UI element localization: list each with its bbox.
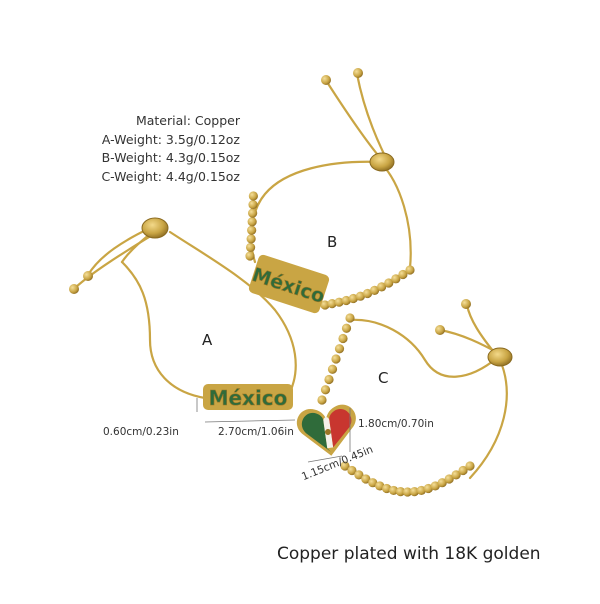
gold-bead [248, 208, 258, 218]
gold-bead [327, 299, 337, 309]
gold-bead [375, 481, 385, 491]
gold-bead [382, 483, 392, 494]
spec-weight-b: B-Weight: 4.3g/0.15oz [101, 150, 240, 165]
bracelet-c-bead-strand [317, 313, 475, 497]
gold-bead [341, 323, 352, 333]
bracelet-a-charm: México [203, 384, 293, 410]
gold-bead [348, 293, 358, 304]
spec-weight-c: C-Weight: 4.4g/0.15oz [101, 168, 240, 184]
bracelet-b [250, 68, 412, 270]
gold-bead [324, 374, 334, 385]
bracelet-a-charm-text: México [209, 386, 288, 410]
bracelet-c-end-bead-1 [461, 299, 471, 309]
bracelet-a-chain-left [120, 260, 207, 400]
gold-bead [338, 333, 348, 344]
gold-bead [437, 478, 447, 488]
gold-bead [248, 191, 258, 201]
label-c: C [378, 369, 389, 387]
gold-bead [327, 364, 338, 374]
bracelet-a-end-bead-1 [83, 271, 93, 281]
gold-bead [334, 344, 345, 354]
gold-bead [341, 295, 351, 306]
gold-bead [369, 285, 380, 295]
label-a: A [202, 331, 213, 349]
bracelet-c-chain-right [468, 358, 508, 480]
spec-material: Material: Copper [135, 113, 240, 128]
dimension-c-height: 1.80cm/0.70in [358, 418, 434, 430]
gold-bead [362, 288, 373, 299]
gold-bead [405, 265, 415, 275]
gold-bead [331, 354, 341, 364]
bracelet-b-tail-1 [325, 80, 384, 162]
bracelet-c-tail-2 [438, 328, 502, 356]
gold-bead [246, 234, 256, 244]
gold-bead [430, 481, 440, 491]
gold-bead [398, 269, 408, 280]
gold-bead [245, 242, 256, 253]
dimension-lines [196, 398, 351, 463]
bracelet-a-end-bead-2 [69, 284, 79, 294]
gold-bead [355, 291, 366, 301]
bracelet-b-tail-2 [355, 72, 388, 160]
gold-bead [391, 274, 401, 284]
bracelet-b-bead-strand [245, 191, 415, 310]
gold-bead [354, 470, 364, 480]
gold-bead [247, 225, 257, 235]
gold-bead [416, 485, 426, 496]
bracelet-c-tail-1 [465, 303, 499, 358]
bracelet-c-slider-bead [487, 347, 513, 367]
gold-bead [402, 487, 413, 497]
bracelet-a-slider-bead [141, 217, 169, 239]
gold-bead [347, 465, 357, 476]
bracelet-a-tail-1 [86, 226, 152, 277]
bracelet-b-end-bead-1 [321, 75, 331, 85]
gold-bead [320, 300, 330, 310]
gold-bead [384, 278, 394, 288]
bracelet-a-chain-right [168, 230, 297, 394]
gold-bead [451, 470, 461, 480]
bracelet-a-tail-2 [74, 232, 156, 289]
gold-bead [465, 461, 475, 471]
bracelet-b-end-bead-2 [353, 68, 363, 78]
gold-bead [248, 199, 258, 210]
gold-bead [320, 385, 331, 395]
gold-bead [395, 487, 406, 497]
dimension-a-height: 0.60cm/0.23in [103, 426, 179, 438]
gold-bead [345, 313, 355, 323]
gold-bead [340, 461, 350, 471]
bracelet-b-charm: México [248, 254, 330, 314]
bracelet-c-heart-charm [297, 404, 356, 456]
gold-bead [458, 465, 468, 476]
label-b: B [327, 233, 338, 251]
spec-weight-a: A-Weight: 3.5g/0.12oz [101, 131, 240, 147]
gold-bead [245, 251, 255, 261]
gold-bead [334, 297, 344, 307]
material-specs: Material: Copper A-Weight: 3.5g/0.12oz B… [40, 112, 240, 186]
bracelet-a [69, 217, 297, 400]
dimension-a-width: 2.70cm/1.06in [218, 426, 294, 438]
bracelet-b-chain-right [378, 160, 412, 270]
footer-caption: Copper plated with 18K golden [277, 544, 541, 564]
gold-bead [368, 478, 378, 488]
bracelet-b-slider-bead [369, 152, 395, 172]
bracelet-c-chain-top [348, 318, 499, 378]
gold-bead [409, 487, 420, 497]
bracelet-b-chain-top [250, 160, 382, 264]
gold-bead [247, 217, 257, 227]
gold-bead [389, 485, 399, 496]
gold-bead [377, 282, 387, 292]
bracelet-c [348, 299, 513, 480]
gold-bead [444, 474, 454, 484]
bracelet-c-end-bead-2 [435, 325, 445, 335]
gold-bead [317, 395, 327, 405]
gold-bead [361, 474, 371, 484]
gold-bead [423, 483, 433, 494]
